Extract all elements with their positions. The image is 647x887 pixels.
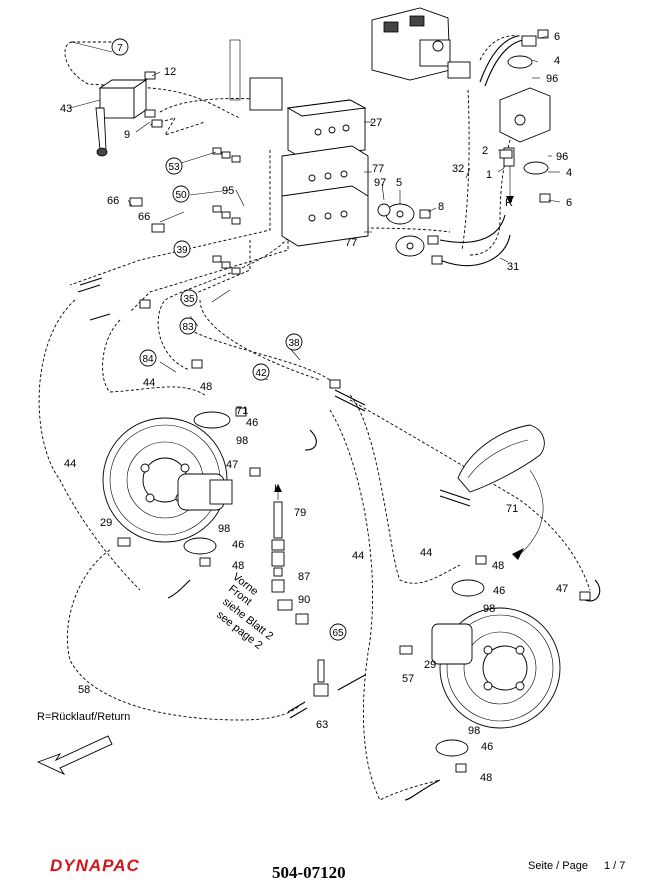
part-number: 1 xyxy=(486,169,492,181)
part-number: 48 xyxy=(480,772,492,784)
ref-circle: 53 xyxy=(165,157,183,175)
part-number: 57 xyxy=(402,673,414,685)
part-number: L xyxy=(274,483,280,495)
ref-circle: 39 xyxy=(173,240,191,258)
svg-text:50: 50 xyxy=(175,190,187,201)
leader-lines xyxy=(69,35,561,381)
part-number: 66 xyxy=(107,195,119,207)
diagram-notes: Vorne Front siehe Blatt 2 see page 2 R=R… xyxy=(37,571,275,723)
part-number: 46 xyxy=(493,585,505,597)
legend-return: R=Rücklauf/Return xyxy=(37,711,130,723)
svg-text:65: 65 xyxy=(332,628,344,639)
part-number: 87 xyxy=(298,571,310,583)
svg-text:53: 53 xyxy=(168,162,180,173)
part-number: 48 xyxy=(492,560,504,572)
leak-line-assembly xyxy=(271,484,329,697)
ref-circle: 50 xyxy=(172,185,190,203)
fittings xyxy=(117,29,591,773)
part-number: 31 xyxy=(507,261,519,273)
ref-circle: 83 xyxy=(179,317,197,335)
part-numbers: 12 43 9 95 66 66 27 77 97 5 8 77 31 32 6… xyxy=(60,31,572,784)
part-number: 12 xyxy=(164,66,176,78)
control-valve-block xyxy=(229,39,369,247)
solid-hoses xyxy=(77,35,601,801)
part-number: 71 xyxy=(506,503,518,515)
part-number: 66 xyxy=(138,211,150,223)
travel-motor-left xyxy=(102,411,233,555)
part-number: R xyxy=(505,197,513,209)
part-number: 4 xyxy=(566,167,572,179)
part-number: 4 xyxy=(554,55,560,67)
part-number: 96 xyxy=(556,151,568,163)
part-number: 44 xyxy=(420,547,432,559)
svg-text:7: 7 xyxy=(117,43,123,54)
part-number: 95 xyxy=(222,185,234,197)
part-number: 77 xyxy=(372,163,384,175)
part-number: 43 xyxy=(60,103,72,115)
dynapac-logo: DYNAPAC xyxy=(50,856,140,875)
part-number: 46 xyxy=(232,539,244,551)
hydraulic-pump xyxy=(371,7,471,81)
part-number: 5 xyxy=(396,177,402,189)
page-number: 1 / 7 xyxy=(604,860,626,872)
part-number: 98 xyxy=(483,603,495,615)
part-number: 27 xyxy=(370,117,382,129)
svg-text:83: 83 xyxy=(182,322,194,333)
ref-circle: 38 xyxy=(285,333,303,351)
part-number: 8 xyxy=(438,201,444,213)
part-number: 98 xyxy=(218,523,230,535)
travel-motor-right xyxy=(431,579,561,757)
part-number: 63 xyxy=(316,719,328,731)
part-number: 44 xyxy=(64,458,76,470)
part-number: 97 xyxy=(374,177,386,189)
part-number: 47 xyxy=(226,459,238,471)
svg-text:35: 35 xyxy=(183,294,195,305)
part-number: 29 xyxy=(424,659,436,671)
part-number: 46 xyxy=(481,741,493,753)
part-number: 44 xyxy=(143,377,155,389)
part-number: 44 xyxy=(352,550,364,562)
part-number: 6 xyxy=(554,31,560,43)
ref-circle: 84 xyxy=(139,349,157,367)
part-number: 98 xyxy=(236,435,248,447)
part-number: 71 xyxy=(236,405,248,417)
part-number: 98 xyxy=(468,725,480,737)
part-number: 32 xyxy=(452,163,464,175)
part-number: 77 xyxy=(345,237,357,249)
part-number: 47 xyxy=(556,583,568,595)
part-number: 90 xyxy=(298,594,310,606)
svg-text:38: 38 xyxy=(288,338,300,349)
flange-pair xyxy=(377,203,425,257)
motor-block-right xyxy=(499,35,551,204)
svg-text:84: 84 xyxy=(142,354,154,365)
part-number: 46 xyxy=(246,417,258,429)
svg-text:42: 42 xyxy=(255,368,267,379)
part-number: 29 xyxy=(100,517,112,529)
part-number: 2 xyxy=(482,145,488,157)
part-number: 48 xyxy=(200,381,212,393)
ref-circle: 7 xyxy=(111,38,129,56)
page-label: Seite / Page xyxy=(528,860,588,872)
part-number: 96 xyxy=(546,73,558,85)
direction-arrow xyxy=(36,735,113,776)
ref-circle: 42 xyxy=(252,363,270,381)
part-number: 9 xyxy=(124,129,130,141)
part-number: 58 xyxy=(78,684,90,696)
document-number: 504-07120 xyxy=(272,863,346,882)
track-chain xyxy=(457,424,545,560)
svg-text:39: 39 xyxy=(176,245,188,256)
ref-circle: 35 xyxy=(180,289,198,307)
part-number: 79 xyxy=(294,507,306,519)
control-lever xyxy=(95,79,148,157)
part-number: 6 xyxy=(566,197,572,209)
ref-circle: 65 xyxy=(329,623,347,641)
circled-references: 7 53 50 39 35 83 84 38 xyxy=(111,38,347,641)
part-number: 48 xyxy=(232,560,244,572)
